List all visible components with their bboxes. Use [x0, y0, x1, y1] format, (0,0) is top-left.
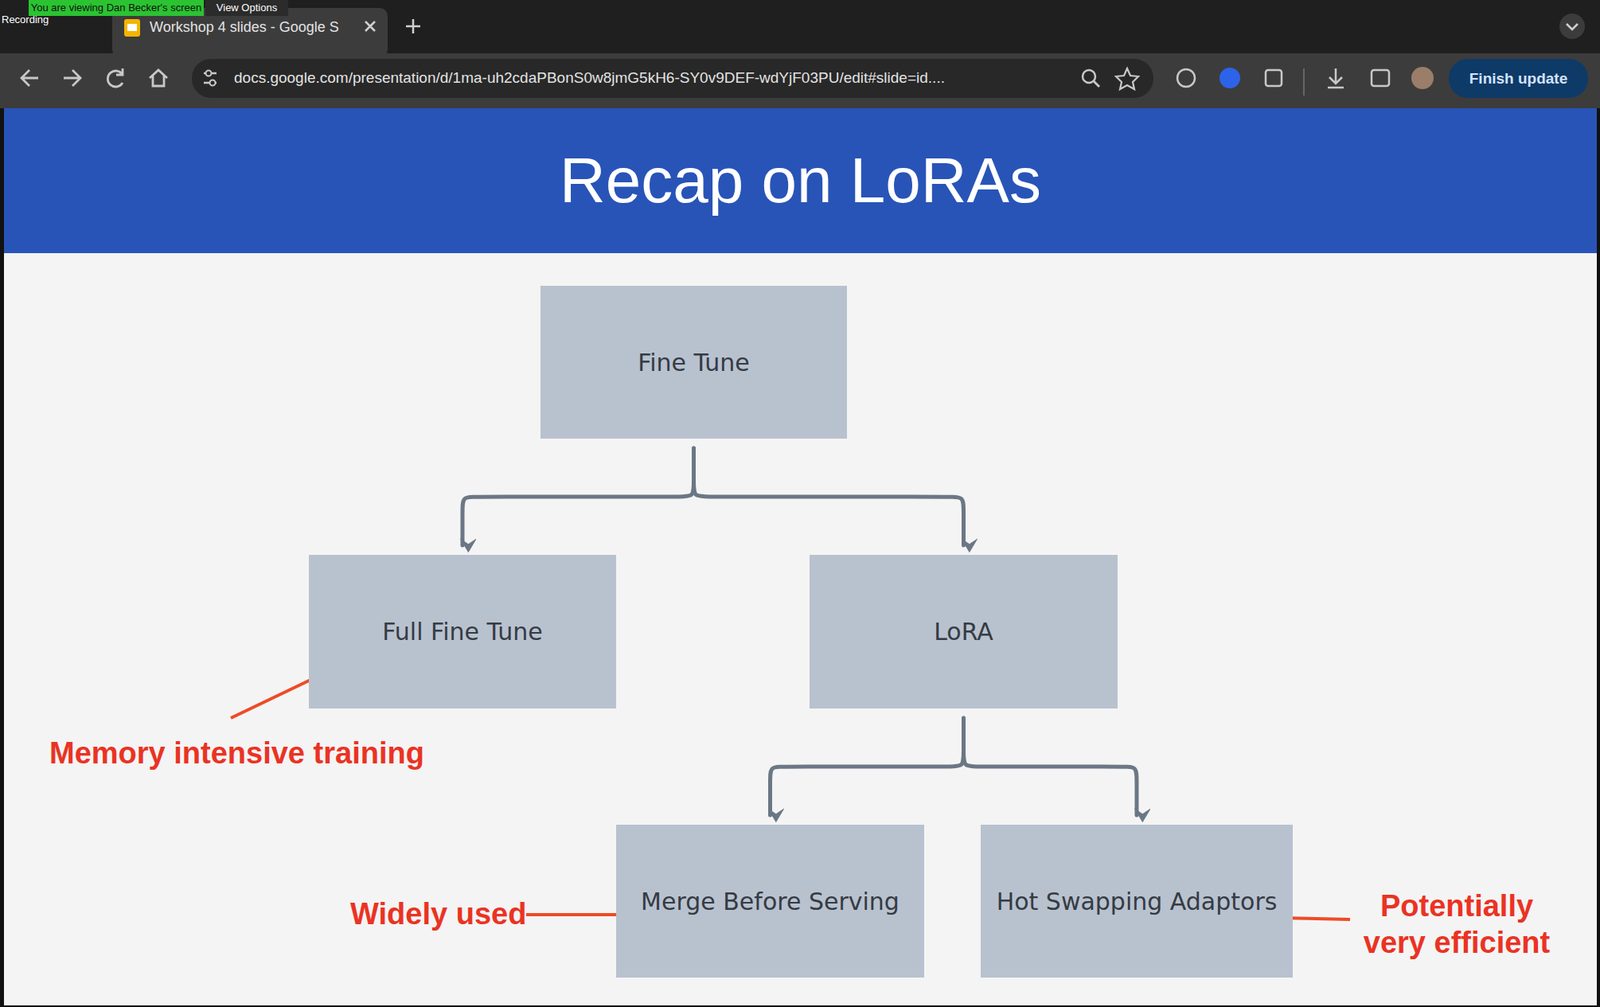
recording-indicator: Recording [1, 13, 49, 27]
tree-connector [963, 718, 1137, 816]
site-settings-knob [210, 80, 216, 86]
box-label: LoRA [933, 612, 994, 652]
tab-search-icon [1566, 23, 1578, 30]
slide-title-band: Recap on LoRAs [3, 108, 1597, 254]
side-panel-icon [1371, 70, 1390, 86]
share-banner-text: You are viewing Dan Becker's screen [28, 0, 204, 16]
process-box: LoRA [809, 554, 1118, 709]
toolbar-divider [1303, 68, 1305, 96]
zoom-extension-icon [1219, 67, 1241, 89]
reload-icon [107, 68, 123, 87]
toolbar [0, 53, 1600, 109]
site-settings-knob [206, 70, 212, 77]
profile-avatar [1411, 66, 1434, 90]
zoom-icon [1082, 70, 1096, 83]
slide [3, 108, 1597, 1006]
callout-text: Memory intensive training [49, 733, 425, 773]
box-label: Hot Swapping Adaptors [996, 881, 1278, 921]
tab-search-button [1559, 13, 1585, 40]
url-text: docs.google.com/presentation/d/1ma-uh2cd… [234, 68, 945, 88]
tab-close-icon [365, 21, 375, 32]
process-box: Fine Tune [540, 285, 847, 439]
extensions-icon [1265, 70, 1282, 86]
address-bar [191, 58, 1154, 98]
bookmark-icon [1116, 68, 1139, 90]
screen-share-banner [28, 0, 204, 16]
tree-connector [770, 718, 964, 816]
view-options-text: View Options [205, 0, 289, 16]
callout-text: Potentially very efficient [1353, 887, 1561, 961]
update-button [1448, 58, 1589, 98]
slides-favicon [124, 19, 141, 37]
forward-icon [63, 70, 81, 86]
box-label: Fine Tune [637, 343, 750, 383]
download-icon [1327, 68, 1344, 88]
callout-text: Widely used [350, 894, 527, 933]
back-icon [21, 70, 39, 86]
slides-favicon-inner [127, 23, 137, 32]
view-options-button [205, 0, 289, 16]
zoom-icon-handle [1093, 81, 1100, 87]
update-button-text: Finish update [1448, 58, 1589, 98]
home-icon [149, 70, 168, 86]
slide-title: Recap on LoRAs [559, 144, 1042, 218]
tab-title: Workshop 4 slides - Google S [149, 17, 340, 37]
process-box: Full Fine Tune [308, 554, 617, 709]
slide-header-band [3, 108, 1597, 254]
tree-connector [694, 448, 964, 546]
box-label: Full Fine Tune [382, 612, 543, 652]
extension-icon [1177, 69, 1195, 87]
process-box: Merge Before Serving [616, 824, 925, 978]
process-box: Hot Swapping Adaptors [980, 824, 1294, 978]
box-label: Merge Before Serving [640, 881, 900, 921]
new-tab-icon [405, 19, 421, 34]
tree-connector [462, 448, 695, 546]
